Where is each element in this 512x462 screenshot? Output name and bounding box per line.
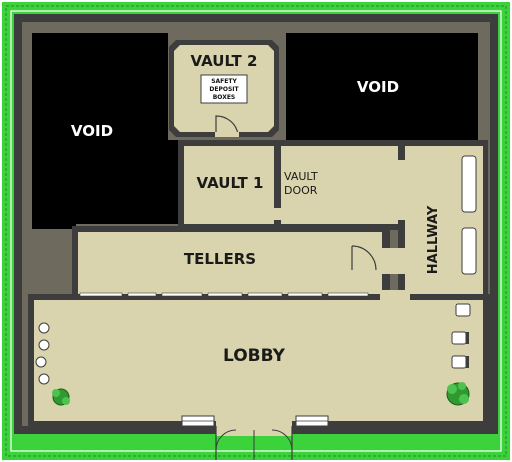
- plant-right: [446, 382, 470, 406]
- vault-2-label: VAULT 2: [191, 52, 258, 70]
- lobby-stools: [35, 322, 50, 385]
- plant-left: [52, 388, 70, 406]
- tellers-room: [72, 226, 410, 302]
- void-right-area: [286, 33, 478, 140]
- vault-door-label-1: VAULT: [284, 170, 318, 183]
- safety-deposit-sign: SAFETY DEPOSIT BOXES: [200, 74, 248, 104]
- front-windows: [181, 415, 329, 427]
- void-left-label: VOID: [71, 122, 113, 140]
- entrance-doors: [215, 420, 293, 460]
- safety-sign-line-1: SAFETY: [211, 78, 237, 85]
- lobby-seats: [451, 303, 471, 369]
- vault-1-label: VAULT 1: [197, 174, 264, 192]
- hallway-label: HALLWAY: [426, 205, 441, 274]
- lobby-label: LOBBY: [223, 346, 286, 366]
- void-left-area: [32, 33, 182, 229]
- safety-sign-line-3: BOXES: [213, 94, 236, 101]
- vault-1-room: [178, 140, 283, 230]
- teller-windows: [79, 292, 369, 297]
- hallway-benches: [461, 155, 477, 275]
- safety-sign-line-2: DEPOSIT: [209, 86, 239, 93]
- lobby-area: [28, 290, 490, 426]
- vault-door-label-2: DOOR: [284, 184, 318, 197]
- void-right-label: VOID: [357, 78, 399, 96]
- tellers-label: TELLERS: [184, 250, 256, 268]
